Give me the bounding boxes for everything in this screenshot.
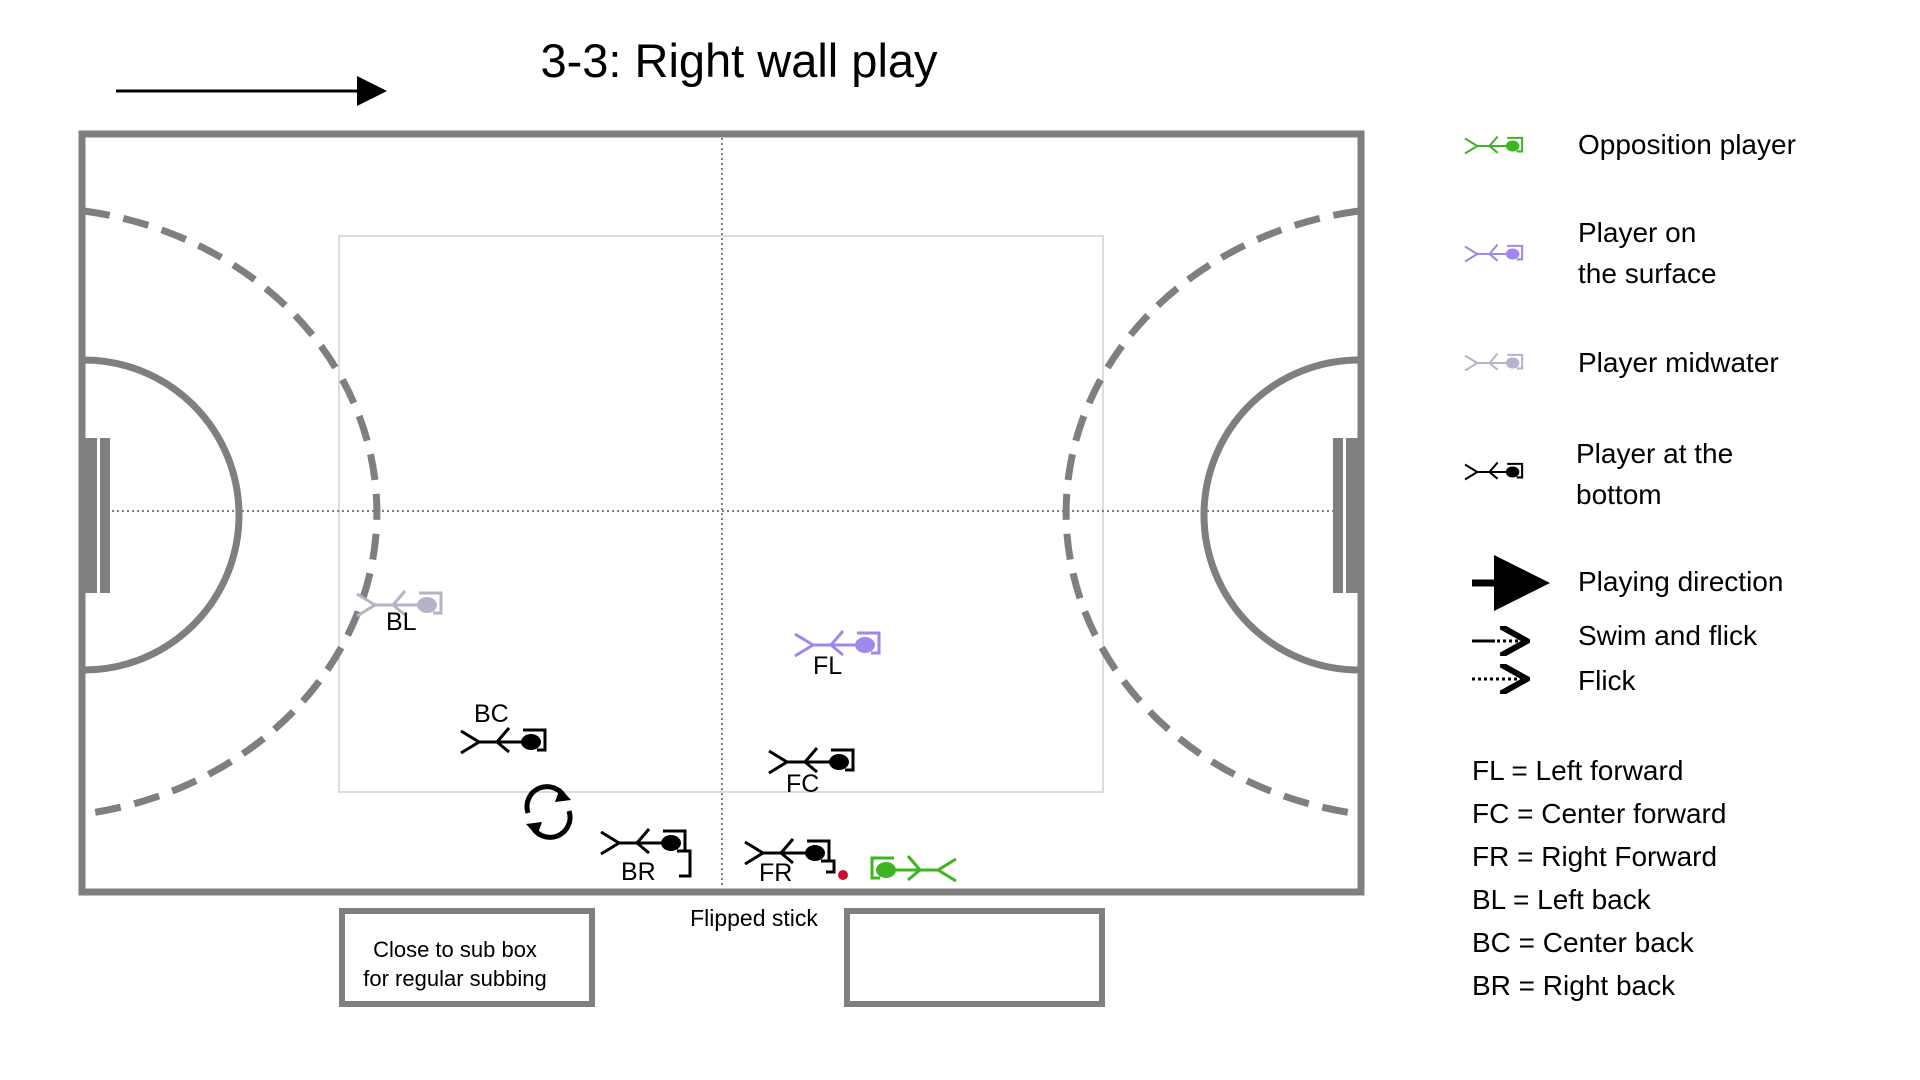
right-dashed-arc: [1062, 207, 1360, 818]
field-boundary: [78, 130, 1365, 896]
sub-box-left: [339, 908, 595, 1007]
legend-item-surface: Player on the surface: [1463, 217, 1717, 289]
player-label-fl: FL: [813, 652, 842, 680]
player-fr: FR: [743, 837, 836, 887]
svg-text:bottom: bottom: [1576, 479, 1662, 510]
player-br: BR: [599, 827, 692, 886]
abbr-fl: FL = Left forward: [1472, 755, 1683, 786]
sub-box-right: [844, 908, 1105, 1007]
abbr-fr: FR = Right Forward: [1472, 841, 1717, 872]
player-bl: BL: [355, 589, 443, 636]
center-box: [338, 235, 1104, 793]
legend-item-playing-direction: Playing direction: [1472, 555, 1783, 611]
legend-item-midwater: Player midwater: [1463, 347, 1779, 378]
right-goal-arc: [1200, 356, 1360, 674]
svg-text:the surface: the surface: [1578, 258, 1717, 289]
legend: Opposition player Player on the surface …: [1463, 129, 1796, 696]
diagram-title: 3-3: Right wall play: [540, 34, 938, 87]
svg-text:Swim and flick: Swim and flick: [1578, 620, 1758, 651]
player-label-bc: BC: [474, 700, 509, 728]
svg-text:Player on: Player on: [1578, 217, 1696, 248]
abbr-br: BR = Right back: [1472, 970, 1676, 1001]
svg-text:Player midwater: Player midwater: [1578, 347, 1779, 378]
player-label-fr: FR: [759, 859, 792, 887]
player-label-br: BR: [621, 858, 656, 886]
legend-item-bottom: Player at the bottom: [1463, 438, 1733, 510]
rotation-icon: [524, 784, 573, 840]
puck: [838, 870, 848, 880]
player-fl: FL: [793, 629, 881, 680]
abbr-bc: BC = Center back: [1472, 927, 1695, 958]
player-opposition: [870, 854, 958, 883]
flipped-stick-label: Flipped stick: [690, 905, 818, 931]
player-bc: BC: [459, 700, 547, 755]
player-label-bl: BL: [386, 608, 417, 636]
legend-item-swim-and-flick: Swim and flick: [1472, 620, 1758, 651]
svg-text:Player at the: Player at the: [1576, 438, 1733, 469]
legend-item-opposition: Opposition player: [1463, 129, 1796, 160]
svg-text:Playing direction: Playing direction: [1578, 566, 1783, 597]
svg-text:Flick: Flick: [1578, 665, 1637, 696]
svg-text:Opposition player: Opposition player: [1578, 129, 1796, 160]
abbr-fc: FC = Center forward: [1472, 798, 1726, 829]
legend-item-flick: Flick: [1472, 665, 1637, 696]
sub-box-note-line2: for regular subbing: [363, 966, 546, 991]
left-dashed-arc: [83, 207, 381, 818]
player-label-fc: FC: [786, 770, 819, 798]
pool-field: [78, 130, 1365, 896]
sub-box-note-line1: Close to sub box: [373, 937, 537, 962]
abbreviation-list: FL = Left forward FC = Center forward FR…: [1472, 755, 1726, 1001]
abbr-bl: BL = Left back: [1472, 884, 1652, 915]
player-fc: FC: [767, 746, 855, 798]
left-goal-arc: [83, 356, 243, 674]
